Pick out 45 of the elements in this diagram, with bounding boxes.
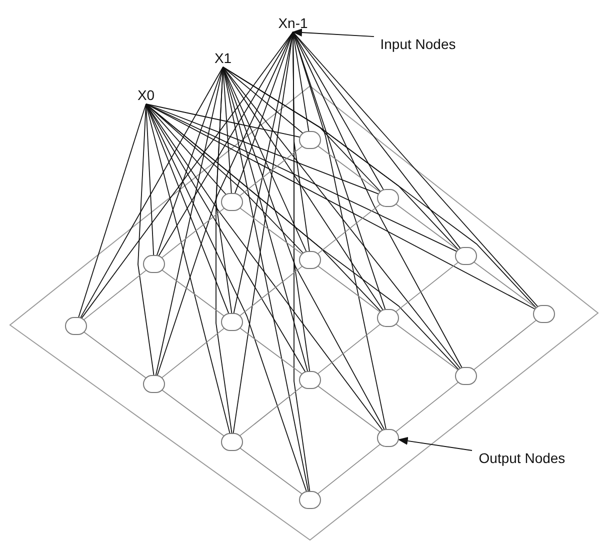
connection-line (239, 146, 303, 196)
connection-line (81, 32, 294, 319)
connection-line (318, 386, 380, 432)
connection-line (240, 448, 302, 494)
connection-line (146, 104, 379, 194)
input-node-label: Xn-1 (275, 14, 311, 32)
connection-line (83, 270, 147, 320)
connection-line (396, 324, 458, 370)
connection-line (222, 66, 461, 369)
leader-arrow (292, 28, 374, 38)
connection-line (240, 208, 302, 254)
connection-line (146, 104, 300, 138)
connection-line (156, 32, 294, 376)
input-node-label: X0 (132, 86, 160, 104)
connection-line (138, 104, 154, 376)
connection-line (239, 266, 303, 316)
connection-line (396, 204, 458, 250)
connection-line (155, 66, 224, 376)
connection-line (222, 66, 537, 308)
connection-line (317, 324, 381, 374)
connection-line (318, 146, 380, 192)
connection-line (318, 266, 380, 312)
connection-line (84, 332, 146, 378)
connection-line (146, 104, 536, 310)
input-node-label: X1 (209, 49, 237, 67)
connection-line (317, 204, 381, 254)
connection-line (146, 104, 230, 434)
callout-label: Input Nodes (376, 34, 460, 54)
connection-line (80, 66, 224, 318)
connection-line (222, 66, 304, 134)
connection-line (161, 328, 225, 378)
connection-line (239, 386, 303, 436)
connection-line (395, 382, 459, 432)
connection-line (474, 262, 536, 308)
callout-label: Output Nodes (474, 448, 570, 468)
connection-line (161, 208, 225, 258)
connection-line (292, 32, 538, 308)
connection-line (395, 262, 459, 312)
connection-line (240, 328, 302, 374)
connection-line (317, 444, 381, 494)
connection-line (162, 390, 224, 436)
connection-line (162, 270, 224, 316)
leader-arrow (398, 436, 472, 451)
connection-line (473, 320, 537, 370)
connection-line (78, 104, 146, 318)
